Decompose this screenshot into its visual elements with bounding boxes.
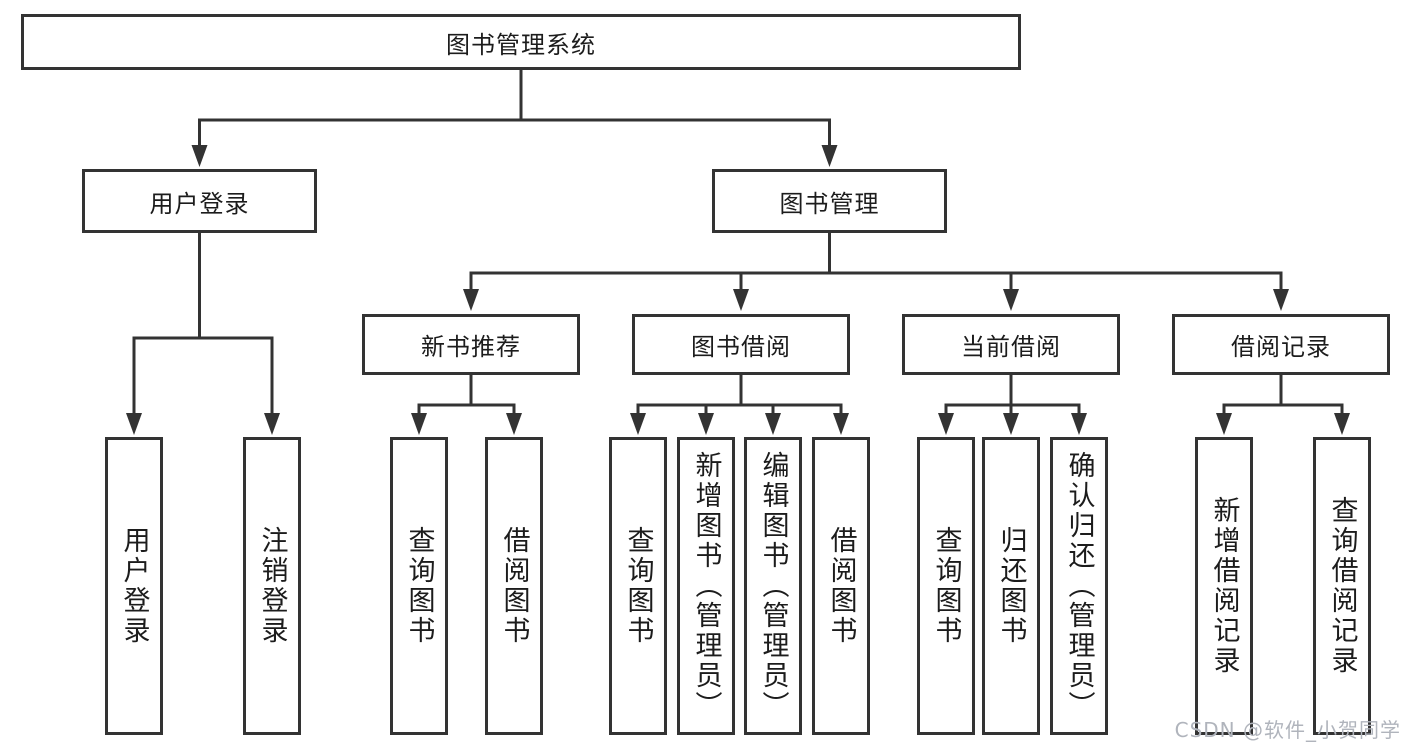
arrowhead-down-icon [630,413,646,435]
connector-userlogin-to-leaves [132,233,274,415]
arrowhead-down-icon [264,413,280,435]
node-root-system-label: 图书管理系统 [446,30,596,59]
node-book-borrow: 图书借阅 [632,314,850,375]
node-leaf-bb-query-book-label: 查询图书 [622,526,654,646]
arrowhead-down-icon [1216,413,1232,435]
node-user-login-label: 用户登录 [149,189,250,218]
node-leaf-rec-borrow-book-label: 借阅图书 [498,526,530,646]
node-leaf-br-add-record: 新增借阅记录 [1195,437,1253,735]
node-leaf-cb-confirm-return-label: 确认归还（管理员） [1063,451,1095,721]
connector-bookmgmt-to-level3 [469,233,1283,291]
node-leaf-cb-query-book: 查询图书 [917,437,975,735]
connector-root-to-level2 [198,70,831,147]
node-leaf-cb-return-book-label: 归还图书 [995,526,1027,646]
node-user-login: 用户登录 [82,169,317,233]
node-leaf-user-login: 用户登录 [105,437,163,735]
node-leaf-bb-query-book: 查询图书 [609,437,667,735]
node-book-management: 图书管理 [712,169,947,233]
node-leaf-rec-query-book-label: 查询图书 [403,526,435,646]
arrowhead-down-icon [938,413,954,435]
connector-recommend-to-leaves [417,375,516,415]
arrowhead-down-icon [821,145,838,167]
node-leaf-br-query-record-label: 查询借阅记录 [1326,496,1358,676]
node-leaf-bb-edit-book: 编辑图书（管理员） [744,437,802,735]
node-leaf-bb-add-book: 新增图书（管理员） [677,437,735,735]
arrowheads [126,145,1350,435]
connector-borrowrecord-to-leaves [1222,375,1344,415]
node-current-borrow-label: 当前借阅 [961,333,1061,361]
node-new-book-recommend: 新书推荐 [362,314,580,375]
node-leaf-logout-label: 注销登录 [256,526,288,646]
node-book-borrow-label: 图书借阅 [691,333,791,361]
node-borrow-record-label: 借阅记录 [1231,333,1331,361]
arrowhead-down-icon [765,413,781,435]
arrowhead-down-icon [126,413,142,435]
connector-bookborrow-to-leaves [636,375,843,415]
connector-currentborrow-to-leaves [944,375,1081,415]
node-leaf-cb-return-book: 归还图书 [982,437,1040,735]
node-leaf-rec-borrow-book: 借阅图书 [485,437,543,735]
node-borrow-record: 借阅记录 [1172,314,1390,375]
node-leaf-logout: 注销登录 [243,437,301,735]
node-leaf-br-add-record-label: 新增借阅记录 [1208,496,1240,676]
node-leaf-bb-borrow-book: 借阅图书 [812,437,870,735]
arrowhead-down-icon [191,145,208,167]
arrowhead-down-icon [463,289,479,311]
node-leaf-cb-query-book-label: 查询图书 [930,526,962,646]
arrowhead-down-icon [1003,289,1019,311]
node-leaf-user-login-label: 用户登录 [118,526,150,646]
node-leaf-bb-add-book-label: 新增图书（管理员） [690,451,722,721]
arrowhead-down-icon [1273,289,1289,311]
arrowhead-down-icon [411,413,427,435]
node-new-book-recommend-label: 新书推荐 [421,333,521,361]
arrowhead-down-icon [1003,413,1019,435]
arrowhead-down-icon [698,413,714,435]
node-current-borrow: 当前借阅 [902,314,1120,375]
node-leaf-cb-confirm-return: 确认归还（管理员） [1050,437,1108,735]
arrowhead-down-icon [1334,413,1350,435]
node-leaf-rec-query-book: 查询图书 [390,437,448,735]
node-leaf-bb-edit-book-label: 编辑图书（管理员） [757,451,789,721]
arrowhead-down-icon [833,413,849,435]
node-book-management-label: 图书管理 [779,189,880,218]
arrowhead-down-icon [1071,413,1087,435]
node-leaf-bb-borrow-book-label: 借阅图书 [825,526,857,646]
node-leaf-br-query-record: 查询借阅记录 [1313,437,1371,735]
arrowhead-down-icon [733,289,749,311]
csdn-watermark: CSDN @软件_小贺同学 [1174,718,1401,742]
node-root-system: 图书管理系统 [21,14,1021,70]
arrowhead-down-icon [506,413,522,435]
